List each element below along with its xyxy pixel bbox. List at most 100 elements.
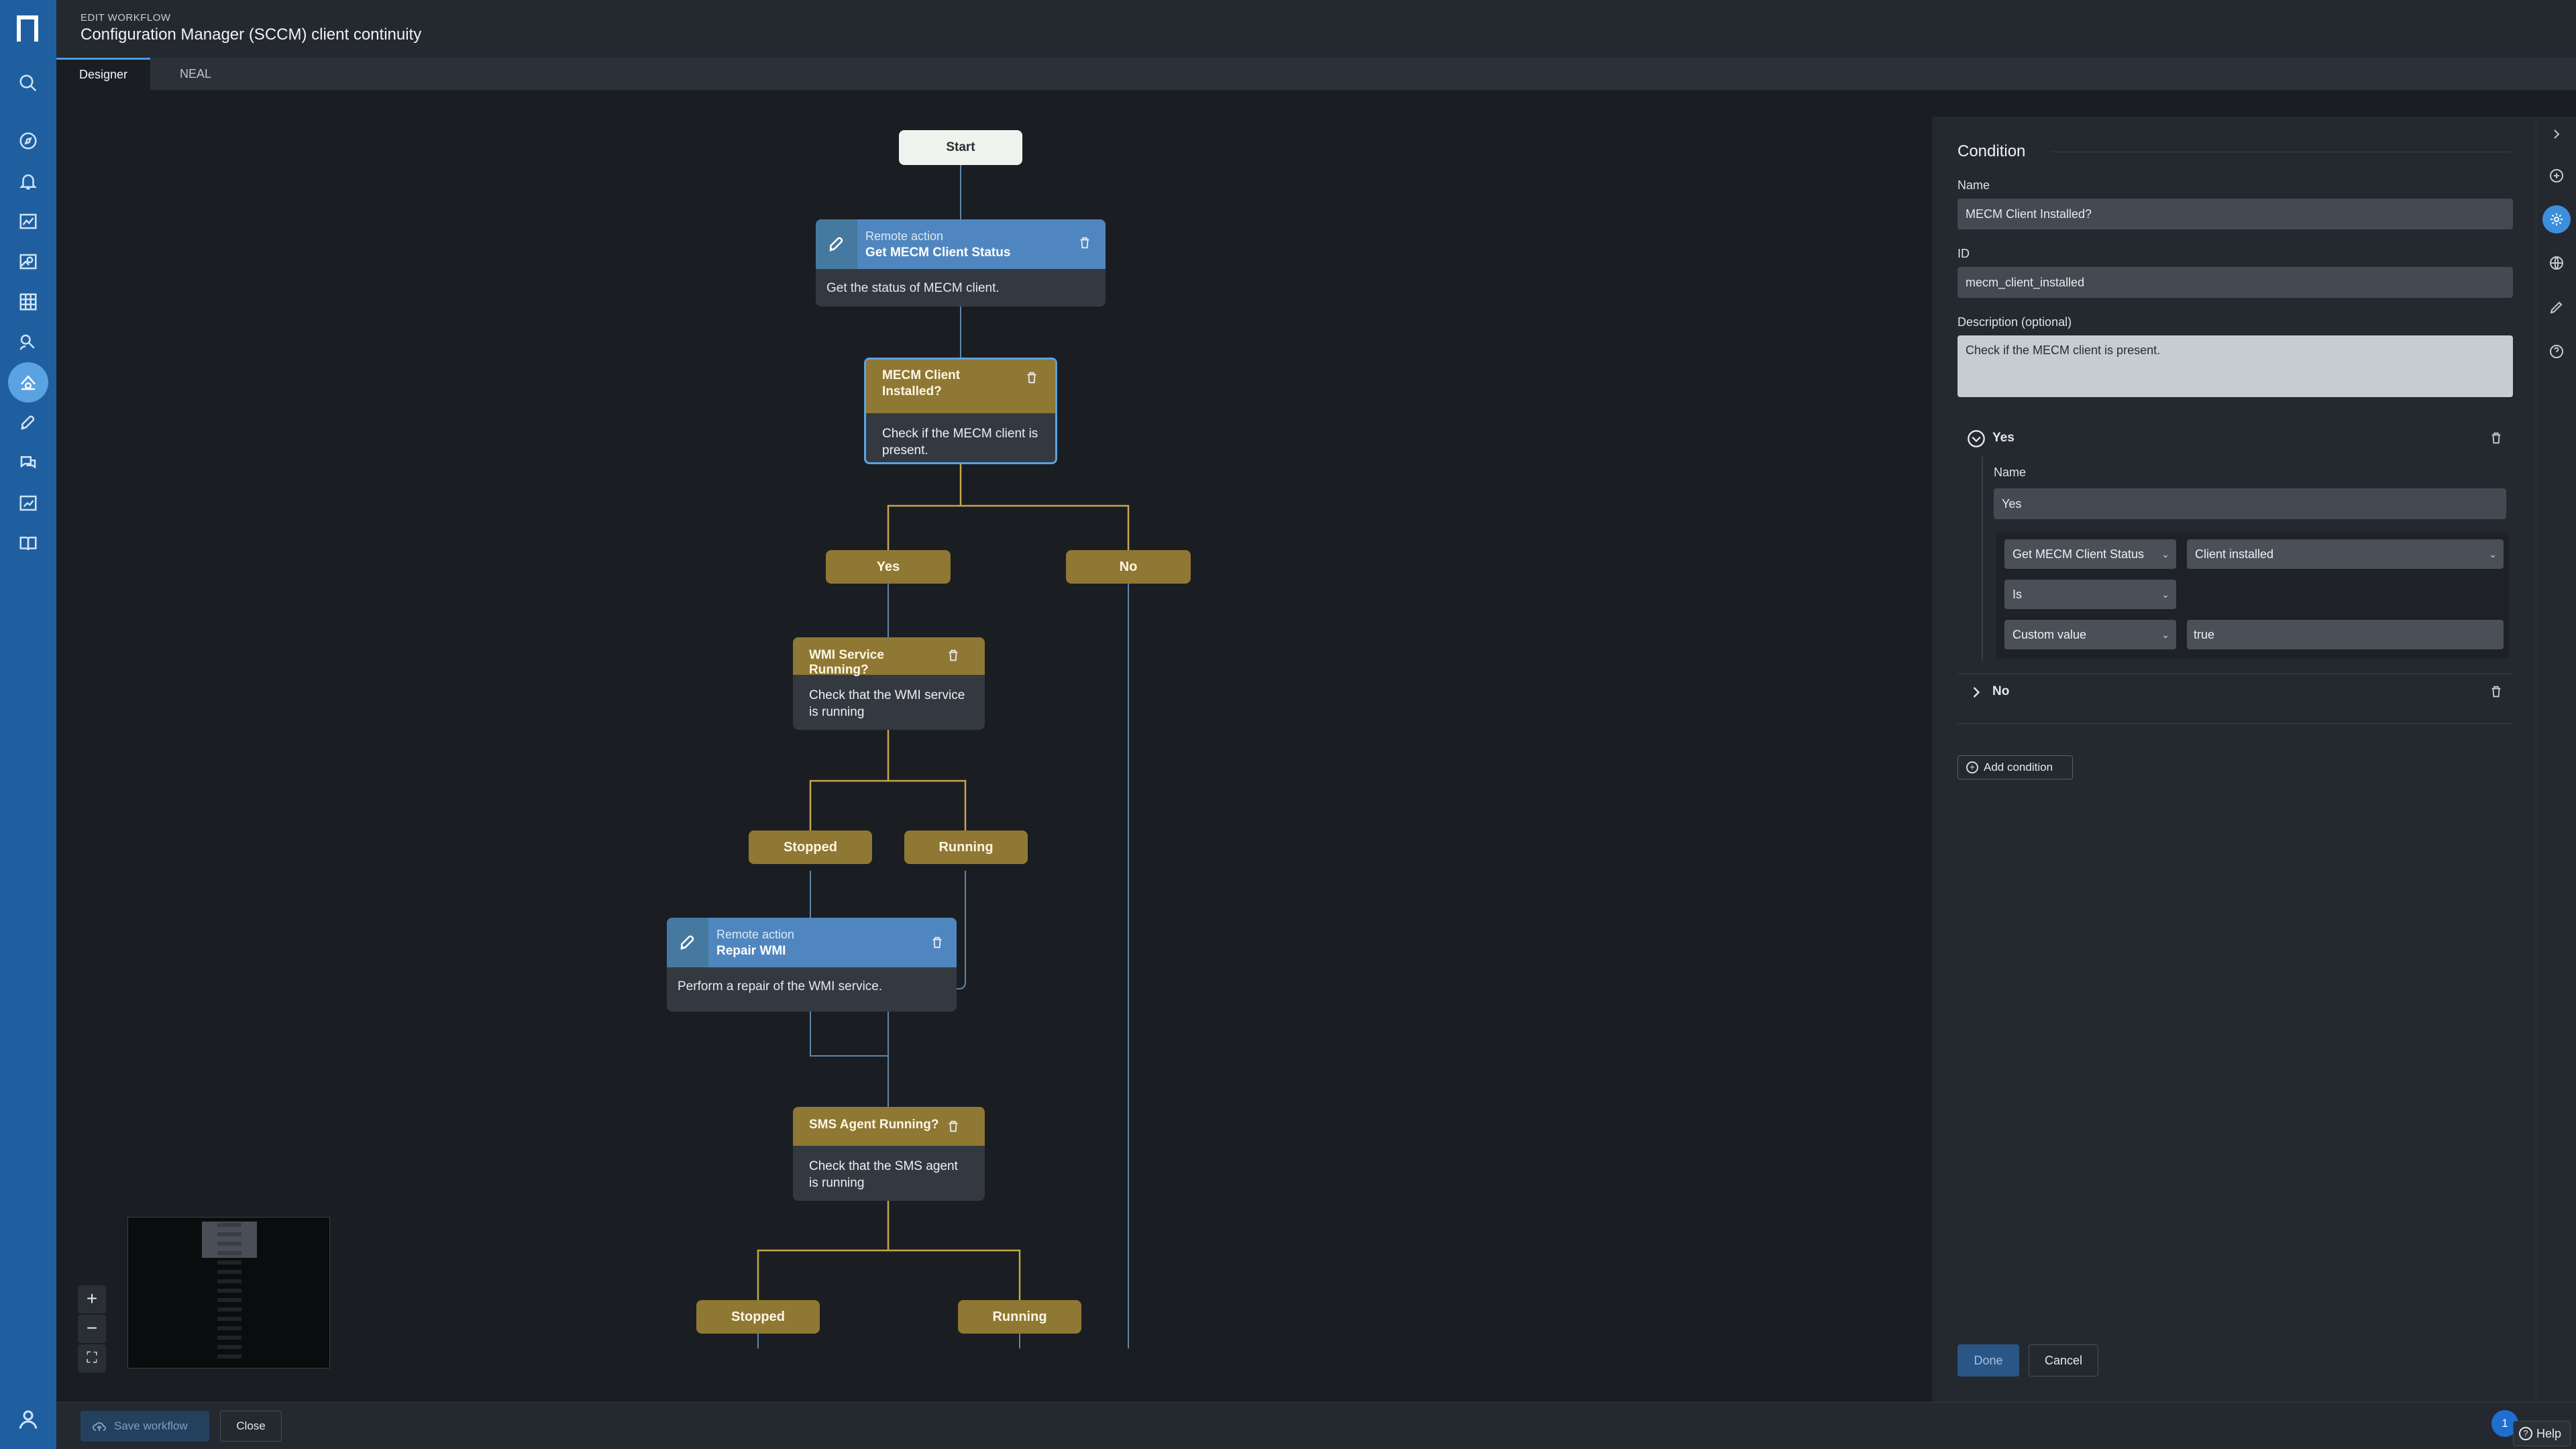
source-select-value: Get MECM Client Status [2012, 547, 2145, 561]
branch-no[interactable]: No [1066, 550, 1191, 584]
condition-title: WMI Service Running? [793, 637, 985, 677]
workflow-canvas[interactable]: Start Remote action Get MECM Client Stat… [56, 90, 1932, 1402]
tab-neal[interactable]: NEAL [180, 67, 212, 80]
help-label: Help [2536, 1427, 2562, 1440]
page-footer: Save workflow Close [56, 1402, 2576, 1449]
pencil-icon[interactable] [2547, 298, 2566, 317]
branch-sms-running[interactable]: Running [958, 1300, 1081, 1334]
action-name-label: Get MECM Client Status [865, 246, 1011, 260]
add-circle-icon[interactable] [2547, 166, 2566, 185]
condition-title: SMS Agent Running? [793, 1107, 985, 1146]
source-select[interactable]: Get MECM Client Status ⌄ [2004, 539, 2176, 569]
yes-section-header[interactable]: Yes [1957, 425, 2513, 452]
action-type-label: Remote action [716, 928, 795, 941]
condition-panel: Condition Name MECM Client Installed? ID… [1932, 117, 2536, 1402]
branch-wmi-running[interactable]: Running [904, 830, 1028, 864]
bell-icon[interactable] [15, 168, 42, 195]
chevron-right-icon[interactable] [2547, 125, 2566, 144]
rocket-icon[interactable] [15, 409, 42, 436]
value-type-select-value: Custom value [2012, 628, 2087, 641]
zoom-out-button[interactable]: − [78, 1315, 106, 1343]
tab-designer[interactable]: Designer [56, 58, 151, 90]
action-node-repair-wmi[interactable]: Remote action Repair WMI Perform a repai… [667, 918, 957, 1012]
chevron-down-icon: ⌄ [2161, 549, 2169, 559]
rocket-icon [816, 219, 857, 269]
edge-repair-to-sms [810, 1012, 889, 1107]
yes-name-label: Name [1994, 466, 2027, 479]
action-type-label: Remote action [865, 229, 944, 243]
user-profile-icon[interactable] [16, 1407, 40, 1432]
branch-wmi-stopped[interactable]: Stopped [749, 830, 872, 864]
compass-icon[interactable] [15, 127, 42, 154]
condition-title: MECM Client Installed? [866, 360, 1055, 413]
search-people-icon[interactable] [15, 329, 42, 356]
report-icon[interactable] [15, 490, 42, 517]
branch-sms-stopped[interactable]: Stopped [696, 1300, 820, 1334]
chart-icon[interactable] [15, 208, 42, 235]
description-label: Description (optional) [1957, 315, 2072, 329]
condition-node-mecm-installed[interactable]: MECM Client Installed? Check if the MECM… [864, 358, 1057, 464]
trash-icon[interactable] [1077, 235, 1092, 250]
chevron-right-icon[interactable] [1967, 683, 1986, 702]
operator-select-value: Is [2012, 588, 2023, 601]
cancel-button[interactable]: Cancel [2029, 1344, 2098, 1377]
action-description: Perform a repair of the WMI service. [678, 979, 883, 994]
condition-description: Check if the MECM client is present. [882, 427, 1038, 458]
id-input[interactable]: mecm_client_installed [1957, 267, 2513, 298]
trash-icon[interactable] [946, 1119, 961, 1134]
save-workflow-button[interactable]: Save workflow [80, 1411, 209, 1442]
name-label: Name [1957, 178, 1990, 192]
value-input[interactable]: true [2187, 620, 2504, 649]
trash-icon[interactable] [930, 935, 945, 950]
condition-node-sms-running[interactable]: SMS Agent Running? Check that the SMS ag… [793, 1107, 985, 1201]
help-button[interactable]: ? Help [2513, 1421, 2571, 1446]
trash-icon[interactable] [2489, 684, 2504, 699]
grid-icon[interactable] [15, 288, 42, 315]
close-button[interactable]: Close [220, 1411, 282, 1442]
workflow-icon[interactable] [8, 362, 48, 402]
trash-icon[interactable] [946, 648, 961, 663]
no-section-header[interactable]: No [1957, 679, 2513, 706]
page-title: Configuration Manager (SCCM) client cont… [80, 25, 422, 44]
globe-icon[interactable] [2547, 254, 2566, 272]
page-eyebrow: EDIT WORKFLOW [80, 12, 171, 23]
add-condition-button[interactable]: + Add condition [1957, 755, 2073, 780]
plus-icon: + [1966, 761, 1978, 773]
condition-node-wmi-running[interactable]: WMI Service Running? Check that the WMI … [793, 637, 985, 730]
add-condition-label: Add condition [1984, 761, 2053, 773]
zoom-in-button[interactable]: + [78, 1285, 106, 1313]
help-icon: ? [2519, 1427, 2532, 1440]
page-header: EDIT WORKFLOW Configuration Manager (SCC… [56, 0, 2576, 58]
panel-title: Condition [1957, 142, 2026, 160]
edge-condition-branches [887, 464, 1130, 550]
edge-wmi-branches [809, 730, 967, 830]
action-node-get-mecm-status[interactable]: Remote action Get MECM Client Status Get… [816, 219, 1106, 307]
yes-name-input[interactable]: Yes [1994, 488, 2506, 519]
name-input[interactable]: MECM Client Installed? [1957, 199, 2513, 229]
minimap[interactable] [127, 1217, 330, 1368]
help-circle-icon[interactable] [2547, 342, 2566, 361]
tab-bar: Designer NEAL [56, 58, 2576, 90]
fit-view-button[interactable]: ⛶ [78, 1344, 106, 1373]
trash-icon[interactable] [2489, 431, 2504, 445]
value-type-select[interactable]: Custom value⌄ [2004, 620, 2176, 649]
description-textarea[interactable]: Check if the MECM client is present. [1957, 335, 2513, 397]
rocket-icon [667, 918, 708, 967]
field-select[interactable]: Client installed⌄ [2187, 539, 2504, 569]
operator-select[interactable]: Is⌄ [2004, 580, 2176, 609]
action-description: Get the status of MECM client. [826, 281, 1000, 295]
field-select-value: Client installed [2195, 547, 2274, 561]
start-node[interactable]: Start [899, 130, 1022, 165]
minimap-nodes [217, 1223, 241, 1364]
search-icon[interactable] [15, 70, 42, 97]
settings-gear-icon[interactable] [2542, 205, 2571, 233]
done-button[interactable]: Done [1957, 1344, 2019, 1377]
chevron-down-icon[interactable] [1967, 429, 1986, 448]
section-divider [1957, 723, 2513, 724]
trash-icon[interactable] [1024, 370, 1039, 385]
app-logo-icon[interactable] [16, 13, 40, 43]
chat-icon[interactable] [15, 449, 42, 476]
map-icon[interactable] [15, 248, 42, 275]
book-icon[interactable] [15, 530, 42, 557]
branch-yes[interactable]: Yes [826, 550, 951, 584]
